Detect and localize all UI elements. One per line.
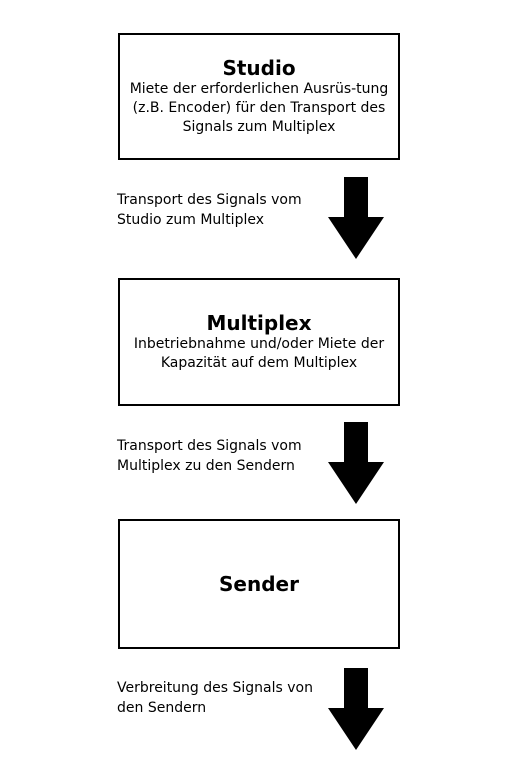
sender-box: Sender: [118, 519, 400, 649]
down-arrow-icon: [328, 422, 384, 504]
sender-title: Sender: [219, 572, 299, 596]
multiplex-title: Multiplex: [206, 311, 312, 335]
studio-box: Studio Miete der erforderlichen Ausrüs-t…: [118, 33, 400, 160]
down-arrow-icon: [328, 177, 384, 259]
studio-title: Studio: [222, 56, 296, 80]
transport-to-multiplex-label: Transport des Signals vom Studio zum Mul…: [117, 192, 302, 228]
down-arrow-icon: [328, 668, 384, 750]
multiplex-description: Inbetriebnahme und/oder Miete der Kapazi…: [133, 336, 385, 371]
transport-to-senders-label: Transport des Signals vom Multiplex zu d…: [117, 438, 302, 474]
studio-description: Miete der erforderlichen Ausrüs-tung (z.…: [129, 81, 389, 135]
multiplex-box: Multiplex Inbetriebnahme und/oder Miete …: [118, 278, 400, 406]
distribution-label: Verbreitung des Signals von den Sendern: [117, 680, 313, 716]
